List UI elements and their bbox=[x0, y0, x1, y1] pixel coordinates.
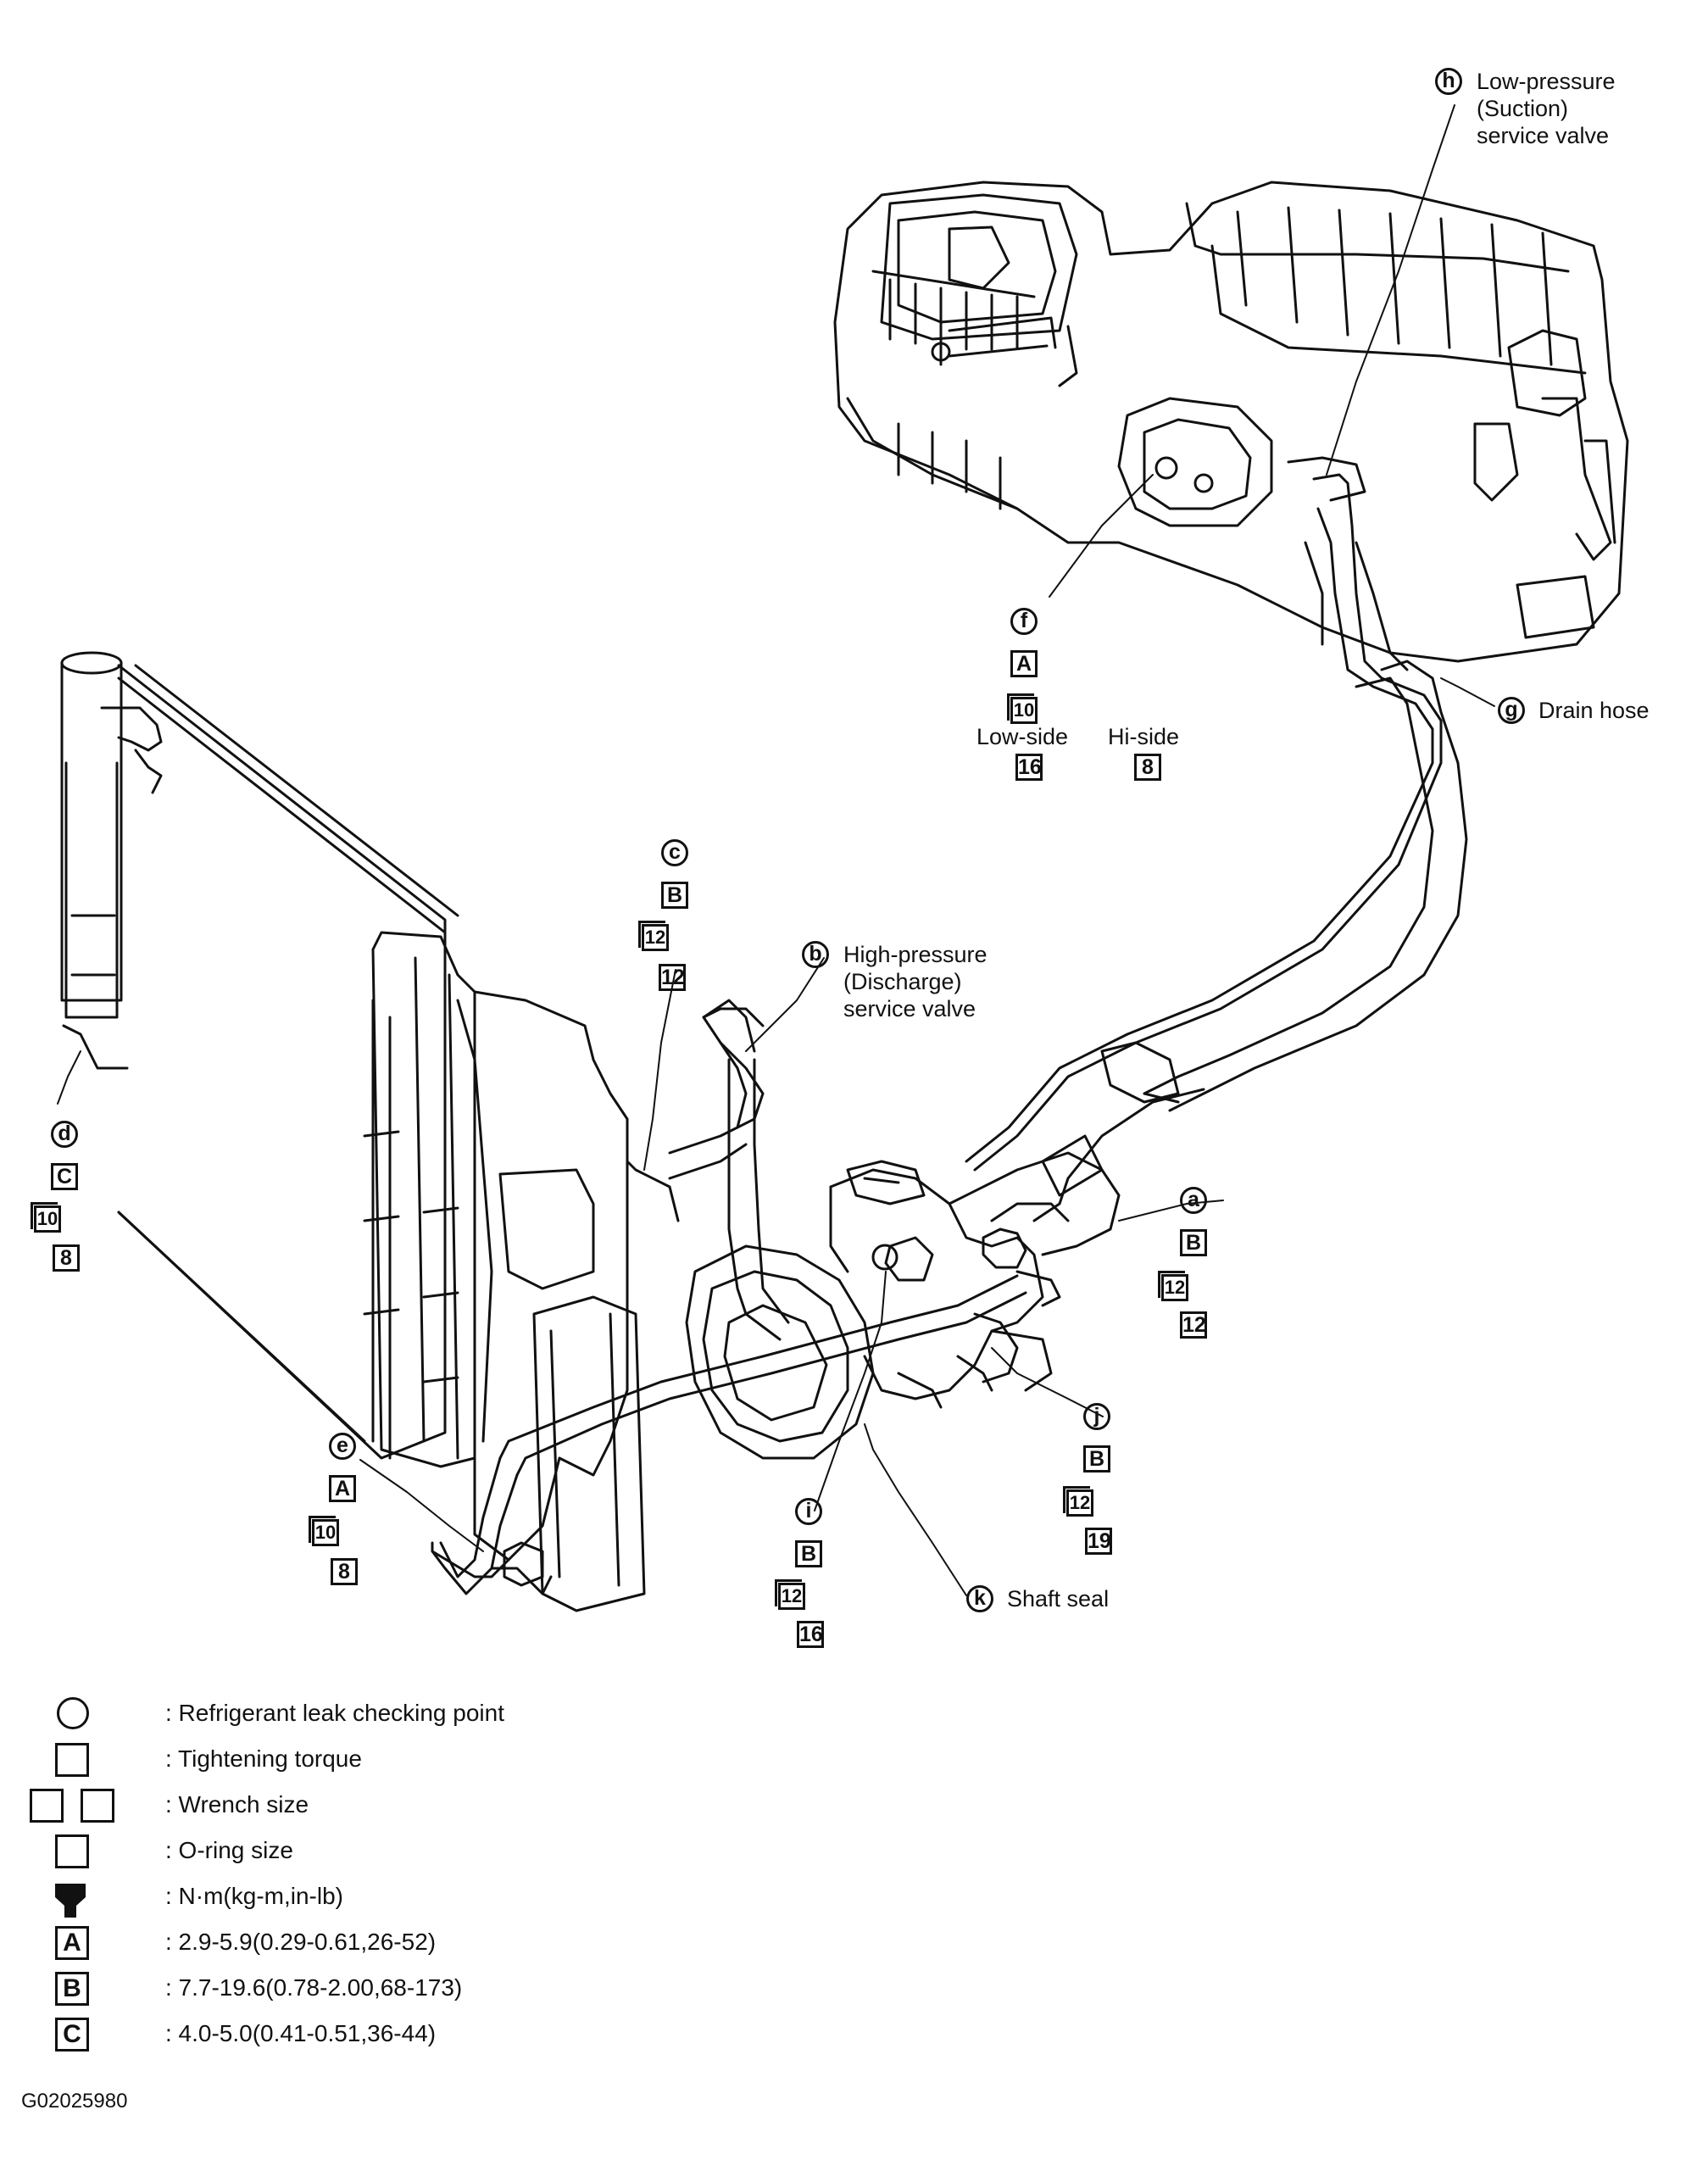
callout-i-torque: B bbox=[795, 1540, 822, 1567]
callout-f-wrench: 10 bbox=[1007, 693, 1038, 724]
callout-d-wrench: 10 bbox=[31, 1202, 61, 1233]
callout-h-name-line-3: service valve bbox=[1477, 123, 1610, 148]
callout-b-marker: b bbox=[802, 941, 829, 968]
callout-c-torque: B bbox=[661, 882, 688, 909]
callout-f-low-label: Low-side bbox=[976, 724, 1069, 749]
callout-c-wrench: 12 bbox=[638, 921, 669, 951]
callout-e-wrench-value: 10 bbox=[314, 1522, 337, 1543]
legend-text: : 7.7-19.6(0.78-2.00,68-173) bbox=[165, 1974, 463, 2001]
callout-h-name-line-2: (Suction) bbox=[1477, 96, 1569, 121]
square-icon bbox=[81, 1789, 114, 1823]
callout-i-marker: i bbox=[795, 1498, 822, 1525]
callout-c-wrench-value: 12 bbox=[644, 927, 666, 948]
callout-e-torque: A bbox=[329, 1475, 356, 1502]
legend-text: : N·m(kg-m,in-lb) bbox=[165, 1883, 343, 1909]
callout-b-name-line-2: (Discharge) bbox=[843, 969, 962, 994]
callout-h-name-line-1: Low-pressure bbox=[1477, 69, 1616, 94]
callout-f-marker: f bbox=[1010, 608, 1038, 635]
torque-wrench-icon bbox=[55, 1884, 86, 1918]
callout-d-oring: 8 bbox=[53, 1244, 80, 1272]
condenser bbox=[117, 664, 646, 1612]
receiver-drier bbox=[60, 651, 163, 1070]
square-icon bbox=[55, 1743, 89, 1777]
callout-i-oring: 16 bbox=[797, 1621, 824, 1648]
callout-d-wrench-value: 10 bbox=[36, 1208, 58, 1229]
callout-i-wrench-value: 12 bbox=[781, 1585, 803, 1606]
callout-f-hi-oring: 8 bbox=[1134, 754, 1161, 781]
callout-j-oring: 19 bbox=[1085, 1528, 1112, 1555]
compressor bbox=[685, 1151, 1121, 1460]
callout-a-oring: 12 bbox=[1180, 1311, 1207, 1339]
legend-symbol-b: B bbox=[55, 1972, 89, 2006]
callout-g-name: Drain hose bbox=[1538, 698, 1650, 723]
callout-j-wrench-value: 12 bbox=[1069, 1492, 1091, 1513]
callout-a-wrench-value: 12 bbox=[1164, 1277, 1186, 1298]
callout-f-hi-label: Hi-side bbox=[1108, 724, 1180, 749]
callout-i-wrench: 12 bbox=[775, 1579, 805, 1610]
circle-icon bbox=[57, 1697, 89, 1729]
callout-f-low-oring: 16 bbox=[1015, 754, 1043, 781]
callout-a-torque: B bbox=[1180, 1229, 1207, 1256]
legend-text: : 4.0-5.0(0.41-0.51,36-44) bbox=[165, 2020, 437, 2046]
legend-symbol-a: A bbox=[55, 1926, 89, 1960]
callout-j-torque: B bbox=[1083, 1445, 1110, 1472]
callout-c-oring: 12 bbox=[659, 964, 686, 991]
legend-text: : O-ring size bbox=[165, 1837, 293, 1863]
legend-text: : Wrench size bbox=[165, 1791, 309, 1818]
callout-b-name-line-1: High-pressure bbox=[843, 942, 988, 967]
callout-j-wrench: 12 bbox=[1063, 1486, 1093, 1517]
callout-e-marker: e bbox=[329, 1433, 356, 1460]
callout-f-wrench-value: 10 bbox=[1013, 699, 1035, 721]
callout-j-marker: j bbox=[1083, 1403, 1110, 1430]
legend-text: : Refrigerant leak checking point bbox=[165, 1700, 504, 1726]
callout-d-torque: C bbox=[51, 1163, 78, 1190]
callout-c-marker: c bbox=[661, 839, 688, 866]
square-icon bbox=[55, 1834, 89, 1868]
callout-e-oring: 8 bbox=[331, 1558, 358, 1585]
callout-k-name: Shaft seal bbox=[1007, 1586, 1110, 1612]
callout-h-marker: h bbox=[1435, 68, 1462, 95]
callout-d-marker: d bbox=[51, 1121, 78, 1148]
callout-f-torque: A bbox=[1010, 650, 1038, 677]
callout-a-marker: a bbox=[1180, 1187, 1207, 1214]
legend-text: : Tightening torque bbox=[165, 1745, 362, 1772]
callout-e-wrench: 10 bbox=[309, 1516, 339, 1546]
legend-symbol-c: C bbox=[55, 2018, 89, 2051]
callout-a-wrench: 12 bbox=[1158, 1271, 1188, 1301]
callout-k-marker: k bbox=[966, 1585, 993, 1612]
evaporator-unit bbox=[833, 181, 1629, 671]
figure-id: G02025980 bbox=[21, 2090, 128, 2113]
callout-b-name-line-3: service valve bbox=[843, 996, 976, 1022]
legend-text: : 2.9-5.9(0.29-0.61,26-52) bbox=[165, 1929, 437, 1955]
double-square-icon bbox=[30, 1789, 64, 1823]
callout-g-marker: g bbox=[1498, 697, 1525, 724]
refrigerant-lines bbox=[431, 473, 1468, 1595]
